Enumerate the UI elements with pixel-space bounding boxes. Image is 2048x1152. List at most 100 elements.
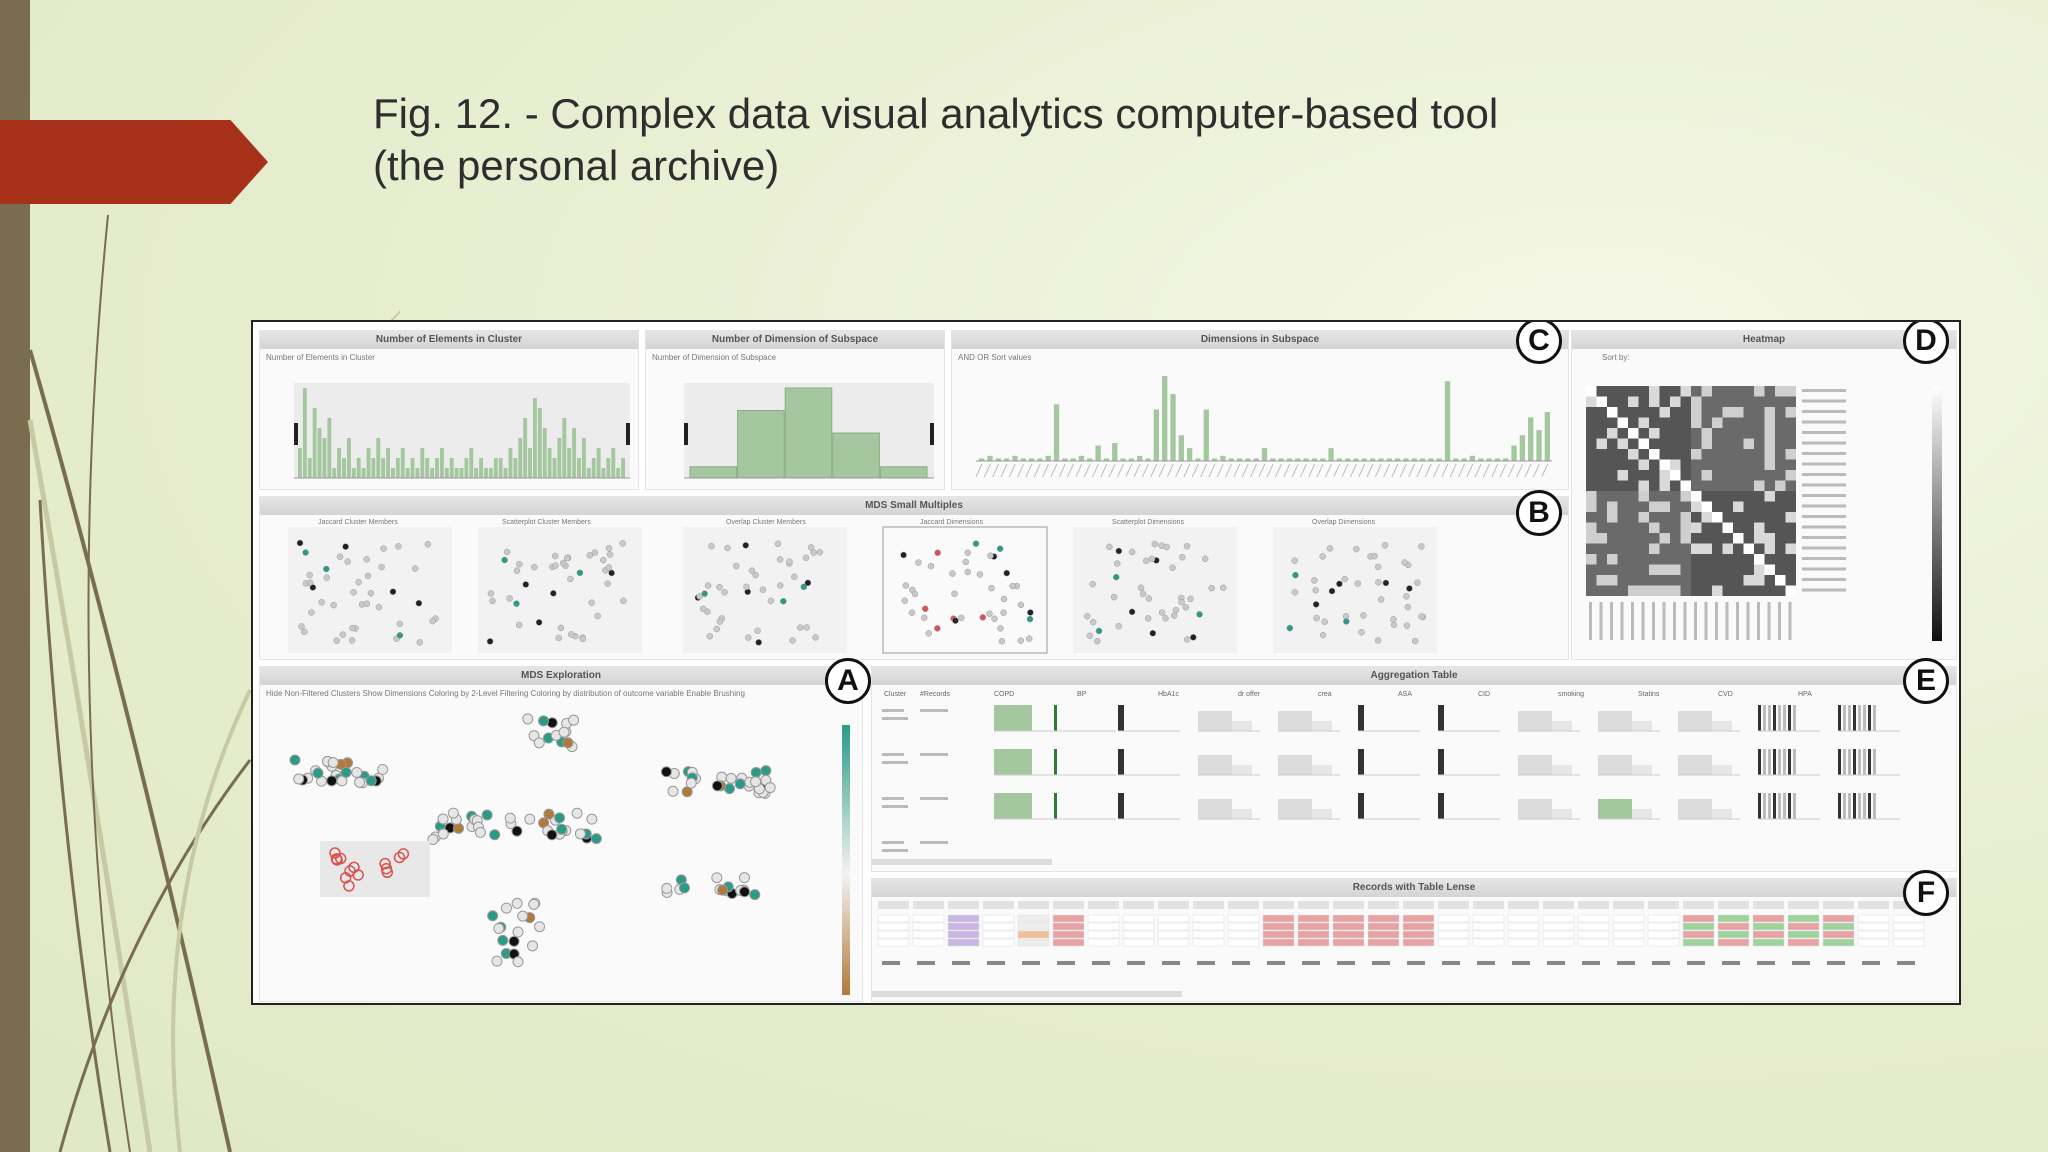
mds-point xyxy=(1110,593,1118,601)
mds-point xyxy=(1137,584,1145,592)
column-header[interactable]: Statins xyxy=(1638,691,1660,698)
subspace-bar xyxy=(1186,448,1193,461)
heatmap-cell xyxy=(1638,407,1649,418)
panel-mds-exploration: MDS Exploration Hide Non-Filtered Cluste… xyxy=(259,666,863,1002)
heatmap-cell xyxy=(1691,564,1702,575)
heatmap-cell xyxy=(1733,480,1744,491)
heatmap-cell xyxy=(1607,396,1618,407)
range-handle-right[interactable] xyxy=(930,423,934,445)
agg-cell xyxy=(1863,793,1866,819)
agg-cell xyxy=(1198,799,1232,819)
subspace-bar xyxy=(1469,455,1476,461)
heatmap-cell xyxy=(1659,428,1670,439)
column-header[interactable]: HbA1c xyxy=(1158,691,1180,698)
heatmap-cell xyxy=(1638,449,1649,460)
heatmap-cell xyxy=(1649,417,1660,428)
mds-point xyxy=(1401,559,1408,566)
agg-cell xyxy=(1848,705,1851,731)
heatmap-cell xyxy=(1712,459,1723,470)
column-header[interactable]: BP xyxy=(1077,691,1087,698)
records-header-cell xyxy=(878,901,909,909)
histogram-bar xyxy=(386,448,391,478)
agg-cell xyxy=(1853,705,1856,731)
row-label xyxy=(882,709,904,712)
records-cell xyxy=(1647,922,1680,931)
column-header[interactable]: crea xyxy=(1318,691,1332,698)
heatmap-cell xyxy=(1596,512,1607,523)
range-handle-right[interactable] xyxy=(626,423,630,445)
column-header[interactable]: smoking xyxy=(1558,691,1585,698)
axis-tick xyxy=(1408,463,1416,478)
heatmap-cell xyxy=(1764,533,1775,544)
panel-subtitle: Sort by: xyxy=(1602,353,1630,362)
heatmap-cell xyxy=(1775,533,1786,544)
small-multiple-title: Jaccard Cluster Members xyxy=(318,519,398,526)
heatmap-cell xyxy=(1670,449,1681,460)
subspace-bar xyxy=(1403,458,1409,461)
mds-point xyxy=(389,588,397,595)
heatmap-cell xyxy=(1754,585,1765,596)
range-handle-left[interactable] xyxy=(294,423,298,445)
subspace-bar xyxy=(1369,458,1376,461)
agg-cell xyxy=(1118,705,1124,731)
heatmap-cell xyxy=(1712,470,1723,481)
mds-point xyxy=(586,813,598,825)
column-header[interactable]: HPA xyxy=(1798,691,1812,698)
column-header[interactable]: CID xyxy=(1478,691,1491,698)
mds-point xyxy=(964,549,971,557)
heatmap-cell xyxy=(1743,543,1754,554)
heatmap-cell xyxy=(1617,470,1628,481)
small-multiple-title: Scatterplot Dimensions xyxy=(1112,519,1184,526)
axis-tick xyxy=(1474,463,1482,478)
records-column-label xyxy=(1792,961,1810,965)
agg-cell xyxy=(1358,749,1364,775)
heatmap-cell xyxy=(1701,564,1712,575)
mds-point xyxy=(1003,569,1010,577)
mds-point xyxy=(349,624,356,632)
heatmap-cell xyxy=(1586,491,1597,502)
records-cell xyxy=(1437,930,1470,939)
column-header[interactable]: COPD xyxy=(994,691,1015,698)
heatmap-cell xyxy=(1712,543,1723,554)
records-column-label xyxy=(1022,961,1040,965)
column-header[interactable]: #Records xyxy=(920,691,950,698)
column-header[interactable]: dr offer xyxy=(1238,691,1261,698)
agg-cell xyxy=(1712,809,1732,819)
histogram-bar xyxy=(298,448,302,478)
range-handle-left[interactable] xyxy=(684,423,688,445)
records-header-cell xyxy=(1473,901,1504,909)
small-multiple-frame xyxy=(882,526,1048,654)
heatmap-cell xyxy=(1712,428,1723,439)
horizontal-scrollbar[interactable] xyxy=(872,991,1182,997)
heatmap-row-label xyxy=(1802,525,1846,529)
mds-point xyxy=(1128,548,1136,556)
column-header[interactable]: CVD xyxy=(1718,691,1733,698)
agg-cell xyxy=(1438,705,1444,731)
mds-point xyxy=(1312,601,1320,608)
column-header[interactable]: Cluster xyxy=(884,691,907,698)
records-header-cell xyxy=(1543,901,1574,909)
histogram-bar xyxy=(557,438,562,478)
heatmap-cell xyxy=(1649,554,1660,565)
heatmap-cell xyxy=(1691,438,1702,449)
mds-point xyxy=(306,579,314,586)
heatmap-cell xyxy=(1617,533,1628,544)
records-header-cell xyxy=(1438,901,1469,909)
agg-cell xyxy=(1118,749,1124,775)
axis-tick xyxy=(1166,463,1174,478)
heatmap-cell xyxy=(1754,575,1765,586)
mds-scatterplot[interactable] xyxy=(260,667,863,1002)
heatmap-cell xyxy=(1785,543,1796,554)
column-header[interactable]: ASA xyxy=(1398,691,1413,698)
axis-tick xyxy=(1025,463,1033,478)
agg-cell xyxy=(1843,705,1846,731)
heatmap-cell xyxy=(1733,470,1744,481)
heatmap-cell xyxy=(1680,438,1691,449)
records-cell xyxy=(1332,922,1365,931)
heatmap-cell xyxy=(1722,449,1733,460)
mds-point xyxy=(1026,615,1034,623)
mds-point xyxy=(1208,584,1215,592)
heatmap-cell xyxy=(1607,512,1618,523)
heatmap-cell xyxy=(1638,575,1649,586)
heatmap-cell xyxy=(1722,417,1733,428)
